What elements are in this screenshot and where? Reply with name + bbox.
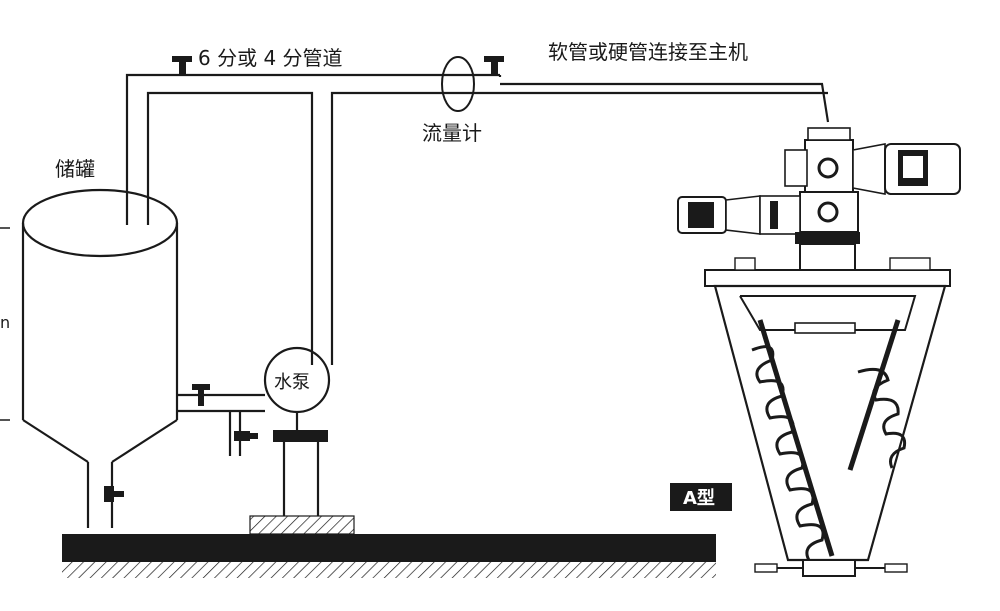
return-pipe [125,73,500,365]
flowmeter-label: 流量计 [422,121,482,145]
edge-bracket: n [0,227,10,421]
top-valve-right-icon[interactable] [484,56,504,76]
pipe-spec-label: 6 分或 4 分管道 [198,46,343,70]
flowmeter-icon [441,56,475,112]
bypass-valve-icon[interactable] [234,431,258,441]
model-badge-box [670,483,732,511]
top-valve-left-icon[interactable] [172,56,192,76]
drain-valve-icon[interactable] [104,486,124,502]
hose-note-label: 软管或硬管连接至主机 [548,40,748,64]
conical-mixer [677,127,961,577]
ground-base [62,534,716,578]
model-label: A型 [683,487,715,509]
pump [249,346,355,535]
storage-tank [21,188,179,528]
model-badge: A型 [670,483,732,511]
tank-label: 储罐 [55,157,95,181]
pump-label: 水泵 [274,372,310,393]
feed-pipe [330,75,830,365]
suction-pipe [177,393,265,456]
edge-mark-label: n [0,313,10,332]
suction-valve-icon[interactable] [192,384,210,406]
